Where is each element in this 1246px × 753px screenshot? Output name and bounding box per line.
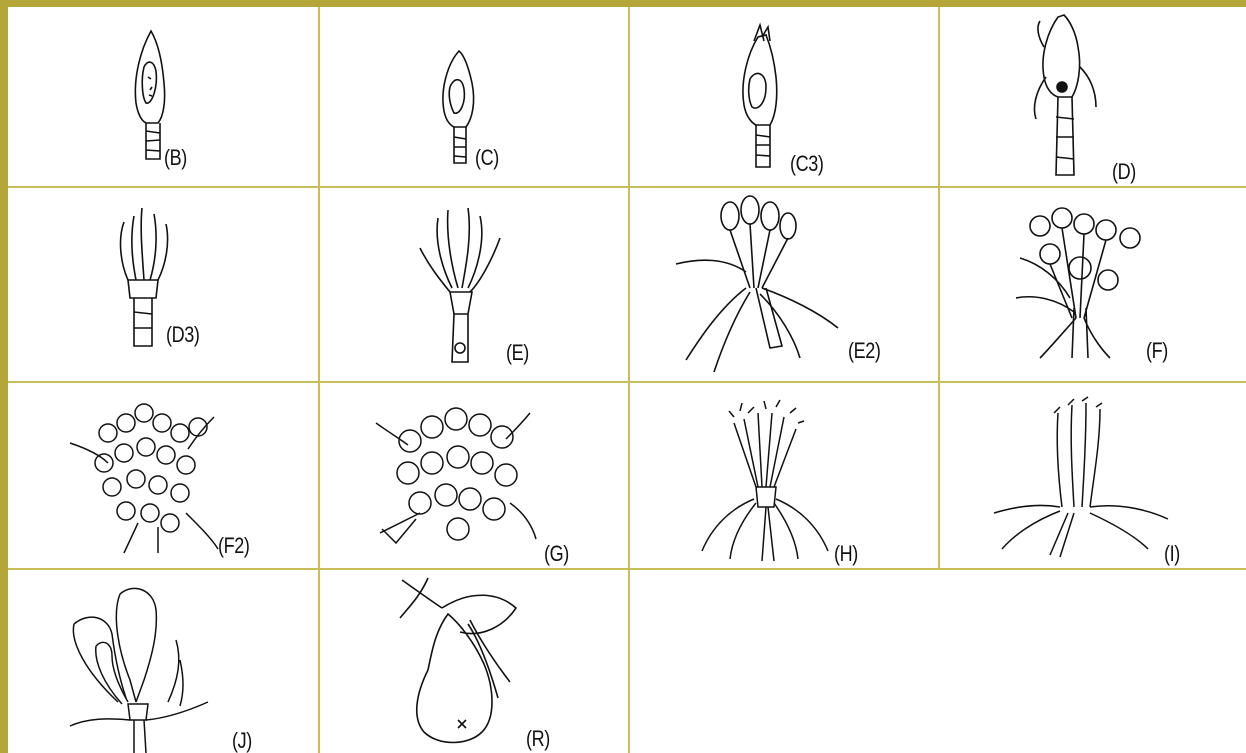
stage-cell-c3: (C3) xyxy=(630,7,938,186)
stage-label: (F) xyxy=(1146,338,1168,364)
stage-label: (D3) xyxy=(166,322,199,348)
bud-drawing-icon xyxy=(8,188,318,381)
stage-cell-f2: (F2) xyxy=(8,383,318,568)
stage-cell-r: (R) xyxy=(320,570,628,753)
stage-cell-i: (I) xyxy=(940,383,1246,568)
stage-cell-f: (F) xyxy=(940,188,1246,381)
flower-drawing-icon xyxy=(940,383,1246,568)
stage-cell-e2: (E2) xyxy=(630,188,938,381)
stage-cell-c: (C) xyxy=(320,7,628,186)
stage-label: (G) xyxy=(544,541,569,567)
stage-cell-d3: (D3) xyxy=(8,188,318,381)
bud-drawing-icon xyxy=(940,7,1246,186)
stage-label: (C3) xyxy=(790,151,823,177)
pear-drawing-icon xyxy=(320,570,628,753)
stage-label: (H) xyxy=(834,541,858,567)
bud-drawing-icon xyxy=(320,7,628,186)
stage-label: (E) xyxy=(506,340,529,366)
stage-cell-j: (J) xyxy=(8,570,318,753)
stage-label: (D) xyxy=(1112,159,1136,185)
stage-label: (F2) xyxy=(218,533,249,559)
bud-drawing-icon xyxy=(320,188,628,381)
stage-cell-h: (H) xyxy=(630,383,938,568)
bud-drawing-icon xyxy=(630,188,938,381)
frame-left-border xyxy=(0,0,8,753)
stage-cell-d: (D) xyxy=(940,7,1246,186)
stage-label: (C) xyxy=(475,145,499,171)
stage-cell-b: (B) xyxy=(8,7,318,186)
bud-drawing-icon xyxy=(940,188,1246,381)
flower-drawing-icon xyxy=(630,383,938,568)
stage-cell-g: (G) xyxy=(320,383,628,568)
stage-label: (R) xyxy=(526,726,550,752)
stage-label: (B) xyxy=(164,145,187,171)
stage-cell-e: (E) xyxy=(320,188,628,381)
empty-cell xyxy=(940,570,1246,753)
flower-drawing-icon xyxy=(320,383,628,568)
fruitlet-drawing-icon xyxy=(8,570,318,753)
stage-label: (J) xyxy=(232,728,252,753)
flower-drawing-icon xyxy=(8,383,318,568)
stage-label: (E2) xyxy=(848,338,880,364)
frame-top-border xyxy=(0,0,1246,7)
stage-label: (I) xyxy=(1164,541,1180,567)
empty-cell xyxy=(630,570,938,753)
bud-drawing-icon xyxy=(630,7,938,186)
bud-drawing-icon xyxy=(8,7,318,186)
